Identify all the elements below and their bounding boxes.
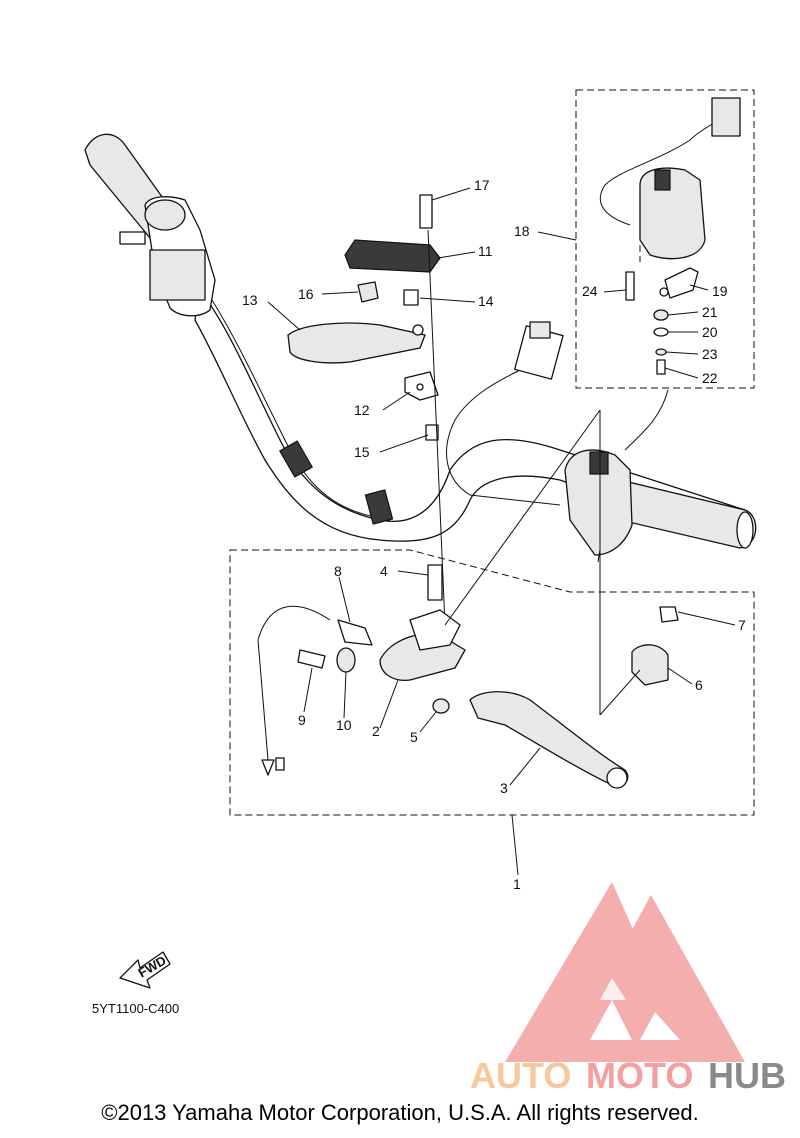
watermark-logo bbox=[505, 882, 745, 1062]
fwd-arrow-icon: FWD bbox=[119, 951, 171, 989]
part-label-2: 2 bbox=[372, 723, 380, 739]
leader-lines bbox=[267, 187, 736, 876]
part-label-9: 9 bbox=[298, 712, 306, 728]
part-label-22: 22 bbox=[702, 370, 718, 386]
cover-bracket-group bbox=[287, 194, 446, 626]
svg-text:HUB: HUB bbox=[708, 1055, 786, 1096]
part-label-19: 19 bbox=[712, 283, 728, 299]
svg-text:MOTO: MOTO bbox=[586, 1055, 693, 1096]
part-label-17: 17 bbox=[474, 177, 490, 193]
lever-assembly bbox=[257, 409, 679, 789]
part-label-1: 1 bbox=[513, 876, 521, 892]
svg-text:AUTO: AUTO bbox=[470, 1055, 571, 1096]
part-label-24: 24 bbox=[582, 283, 598, 299]
part-label-18: 18 bbox=[514, 223, 530, 239]
left-grip-assembly bbox=[84, 133, 216, 317]
part-label-13: 13 bbox=[242, 292, 258, 308]
part-label-5: 5 bbox=[410, 729, 418, 745]
part-label-7: 7 bbox=[738, 617, 746, 633]
part-label-10: 10 bbox=[336, 717, 352, 733]
part-label-6: 6 bbox=[695, 677, 703, 693]
lower-group-box bbox=[229, 549, 755, 816]
part-label-4: 4 bbox=[380, 563, 388, 579]
wire-connector bbox=[446, 321, 564, 506]
part-label-11: 11 bbox=[478, 243, 493, 259]
part-label-23: 23 bbox=[702, 346, 718, 362]
right-grip-switch bbox=[564, 449, 757, 563]
part-label-8: 8 bbox=[334, 563, 342, 579]
part-number-labels: 17 11 13 16 14 12 15 18 19 24 21 20 23 2… bbox=[242, 177, 746, 892]
part-label-3: 3 bbox=[500, 780, 508, 796]
copyright-notice: ©2013 Yamaha Motor Corporation, U.S.A. A… bbox=[101, 1100, 699, 1125]
part-label-20: 20 bbox=[702, 324, 718, 340]
knurl-left bbox=[279, 440, 394, 525]
diagram-code: 5YT1100-C400 bbox=[92, 1001, 179, 1016]
part-label-15: 15 bbox=[354, 444, 370, 460]
part-label-12: 12 bbox=[354, 402, 370, 418]
part-label-21: 21 bbox=[702, 304, 718, 320]
part-label-14: 14 bbox=[478, 293, 494, 309]
switch-assembly-18 bbox=[599, 97, 741, 451]
upper-right-group-box bbox=[575, 89, 755, 389]
part-label-16: 16 bbox=[298, 286, 314, 302]
watermark-brand-text: AUTO MOTO HUB bbox=[470, 1055, 786, 1096]
